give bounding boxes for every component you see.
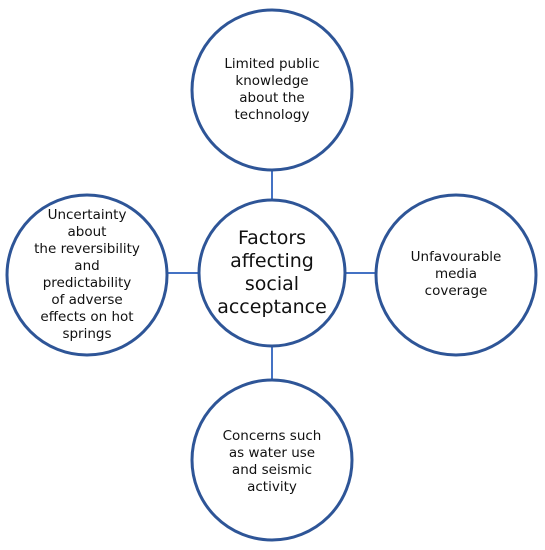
node-label-top: Limited public knowledge about the techn…: [224, 56, 320, 123]
center-circle: [197, 198, 347, 348]
node-circle-bottom: [190, 378, 354, 542]
node-label-left: Uncertainty about the reversibility and …: [34, 207, 140, 342]
center-label: Factors affecting social acceptance: [217, 227, 327, 318]
node-circle-top: [190, 8, 354, 172]
node-label-bottom: Concerns such as water use and seismic a…: [222, 428, 322, 495]
node-circle-left: [5, 193, 169, 357]
node-circle-right: [374, 193, 538, 357]
node-label-right: Unfavourable media coverage: [410, 248, 502, 299]
